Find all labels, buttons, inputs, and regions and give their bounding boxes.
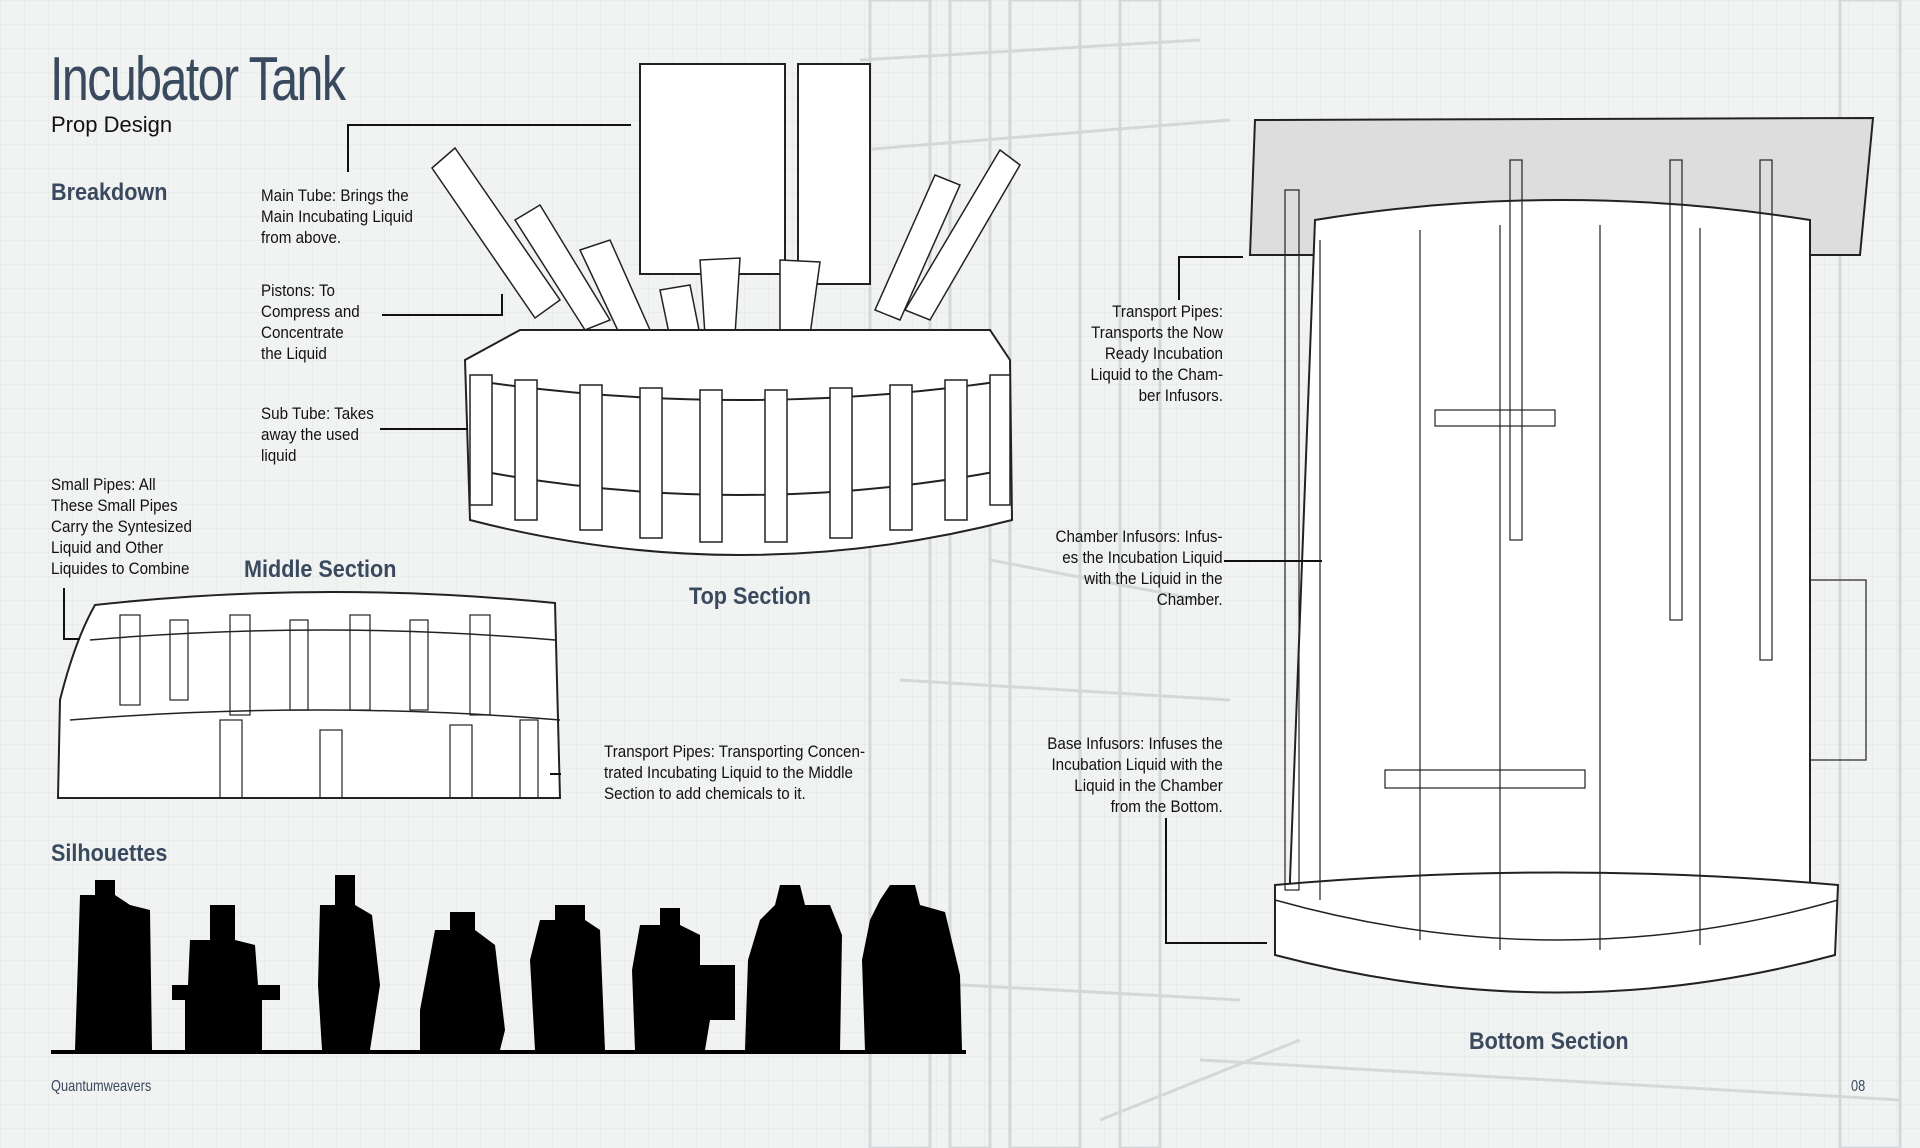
bottom-section-illustration [1248, 116, 1875, 994]
heading-breakdown: Breakdown [51, 179, 168, 206]
note-line: Compress and [261, 303, 360, 321]
note-line: Liquid in the Chamber [1074, 777, 1223, 795]
note-line: Small Pipes: All [51, 476, 156, 494]
note-line: Main Incubating Liquid [261, 208, 413, 226]
note-line: liquid [261, 447, 297, 465]
leader-lines [63, 124, 1322, 944]
silhouette-3 [318, 875, 380, 1050]
note-line: Concentrate [261, 324, 344, 342]
note-chamber-infusors: Chamber Infusors: Infus-es the Incubatio… [1056, 527, 1223, 611]
note-line: Chamber Infusors: Infus- [1055, 528, 1223, 546]
middle-section-illustration [56, 591, 562, 799]
heading-silhouettes: Silhouettes [51, 840, 168, 867]
note-line: Base Infusors: Infuses the [1047, 735, 1223, 753]
silhouette-6 [632, 908, 735, 1050]
top-section-illustration [431, 63, 1021, 556]
silhouette-8 [862, 885, 962, 1050]
heading-bottom-section: Bottom Section [1469, 1028, 1629, 1055]
footer-brand: Quantumweavers [51, 1078, 152, 1095]
note-line: from the Bottom. [1110, 798, 1223, 816]
silhouette-2 [172, 905, 280, 1050]
silhouettes-row [51, 875, 966, 1054]
note-line: Chamber. [1157, 591, 1223, 609]
note-line: Ready Incubation [1104, 345, 1223, 363]
note-line: Carry the Syntesized [51, 518, 192, 536]
silhouette-7 [745, 885, 842, 1050]
note-line: These Small Pipes [51, 497, 178, 515]
silhouette-5 [530, 905, 605, 1050]
page-number: 08 [1851, 1078, 1866, 1095]
note-line: Pistons: To [261, 282, 335, 300]
note-line: away the used [261, 426, 359, 444]
note-line: Liquid and Other [51, 539, 164, 557]
note-line: Transport Pipes: [1112, 303, 1223, 321]
note-line: Liquid to the Cham- [1090, 366, 1223, 384]
note-sub-tube: Sub Tube: Takes away the used liquid [261, 404, 374, 467]
note-line: Main Tube: Brings the [261, 187, 409, 205]
note-line: Transports the Now [1091, 324, 1223, 342]
note-line: Transport Pipes: Transporting Concen- [604, 743, 866, 761]
note-line: es the Incubation Liquid [1062, 549, 1223, 567]
note-line: Sub Tube: Takes [261, 405, 374, 423]
silhouette-1 [75, 880, 152, 1050]
heading-middle-section: Middle Section [244, 556, 397, 583]
silhouette-4 [420, 912, 505, 1050]
page-subtitle: Prop Design [51, 112, 173, 137]
heading-top-section: Top Section [689, 583, 812, 610]
note-line: Section to add chemicals to it. [604, 785, 806, 803]
note-line: trated Incubating Liquid to the Middle [604, 764, 853, 782]
note-line: ber Infusors. [1138, 387, 1223, 405]
note-line: Liquides to Combine [51, 560, 190, 578]
note-line: with the Liquid in the [1084, 570, 1223, 588]
note-line: the Liquid [261, 345, 327, 363]
silhouettes-baseline [51, 1050, 966, 1054]
note-line: Incubation Liquid with the [1051, 756, 1223, 774]
page-title: Incubator Tank [50, 45, 346, 114]
note-transport-pipes-middle: Transport Pipes: Transporting Concen-tra… [604, 742, 865, 805]
note-line: from above. [261, 229, 342, 247]
